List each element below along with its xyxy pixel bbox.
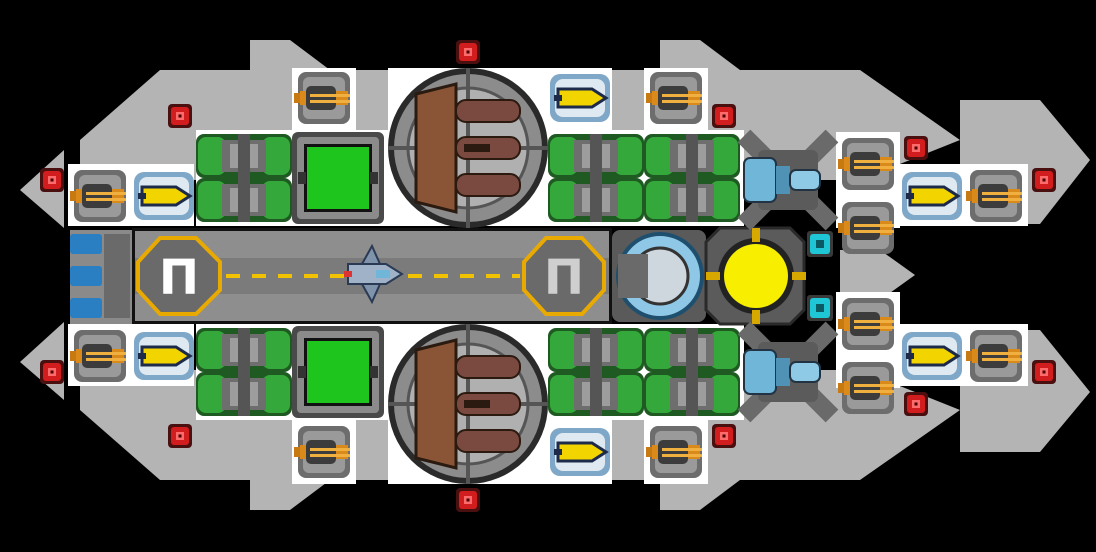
green-tank-icon[interactable] (196, 134, 292, 178)
green-tank-icon[interactable] (644, 372, 740, 416)
orange-cannon-icon[interactable] (966, 170, 1022, 222)
orange-cannon-icon[interactable] (838, 362, 894, 414)
cyan-node-icon[interactable] (807, 231, 833, 257)
red-node-icon[interactable] (40, 360, 64, 384)
orange-cannon-icon[interactable] (838, 298, 894, 350)
orange-cannon-icon[interactable] (838, 138, 894, 190)
landing-pad-right[interactable]: Π (522, 236, 606, 316)
left-thruster-bank[interactable] (70, 230, 132, 324)
orange-cannon-icon[interactable] (70, 170, 126, 222)
reactor-core-icon[interactable] (704, 226, 806, 326)
yellow-missile-icon[interactable] (132, 330, 196, 382)
red-node-icon[interactable] (456, 40, 480, 64)
green-tank-icon[interactable] (548, 328, 644, 372)
shield-dome-icon[interactable] (612, 230, 706, 322)
turret-dome-icon[interactable] (386, 66, 550, 230)
green-tank-icon[interactable] (196, 372, 292, 416)
orange-cannon-icon[interactable] (966, 330, 1022, 382)
orange-cannon-icon[interactable] (70, 330, 126, 382)
red-node-icon[interactable] (904, 136, 928, 160)
red-node-icon[interactable] (456, 488, 480, 512)
green-panel-icon[interactable] (292, 326, 384, 418)
yellow-missile-icon[interactable] (900, 170, 964, 222)
orange-cannon-icon[interactable] (646, 72, 702, 124)
orange-cannon-icon[interactable] (646, 426, 702, 478)
green-tank-icon[interactable] (644, 134, 740, 178)
green-tank-icon[interactable] (548, 134, 644, 178)
red-node-icon[interactable] (712, 104, 736, 128)
landing-pad-right-label: Π (544, 250, 584, 306)
orange-cannon-icon[interactable] (294, 72, 350, 124)
green-tank-icon[interactable] (196, 178, 292, 222)
red-node-icon[interactable] (168, 424, 192, 448)
green-tank-icon[interactable] (548, 372, 644, 416)
green-panel-icon[interactable] (292, 132, 384, 224)
orange-cannon-icon[interactable] (838, 202, 894, 254)
fighter-icon[interactable] (344, 243, 404, 305)
landing-pad-left[interactable]: Π (136, 236, 222, 316)
cyan-node-icon[interactable] (807, 295, 833, 321)
yellow-missile-icon[interactable] (900, 330, 964, 382)
green-tank-icon[interactable] (644, 328, 740, 372)
red-node-icon[interactable] (40, 168, 64, 192)
red-node-icon[interactable] (904, 392, 928, 416)
red-node-icon[interactable] (712, 424, 736, 448)
red-node-icon[interactable] (1032, 168, 1056, 192)
green-tank-icon[interactable] (644, 178, 740, 222)
yellow-missile-icon[interactable] (548, 426, 612, 478)
landing-pad-left-label: Π (159, 250, 199, 306)
red-node-icon[interactable] (168, 104, 192, 128)
green-tank-icon[interactable] (548, 178, 644, 222)
orange-cannon-icon[interactable] (294, 426, 350, 478)
yellow-missile-icon[interactable] (132, 170, 196, 222)
red-node-icon[interactable] (1032, 360, 1056, 384)
yellow-missile-icon[interactable] (548, 72, 612, 124)
turret-dome-icon[interactable] (386, 322, 550, 486)
green-tank-icon[interactable] (196, 328, 292, 372)
